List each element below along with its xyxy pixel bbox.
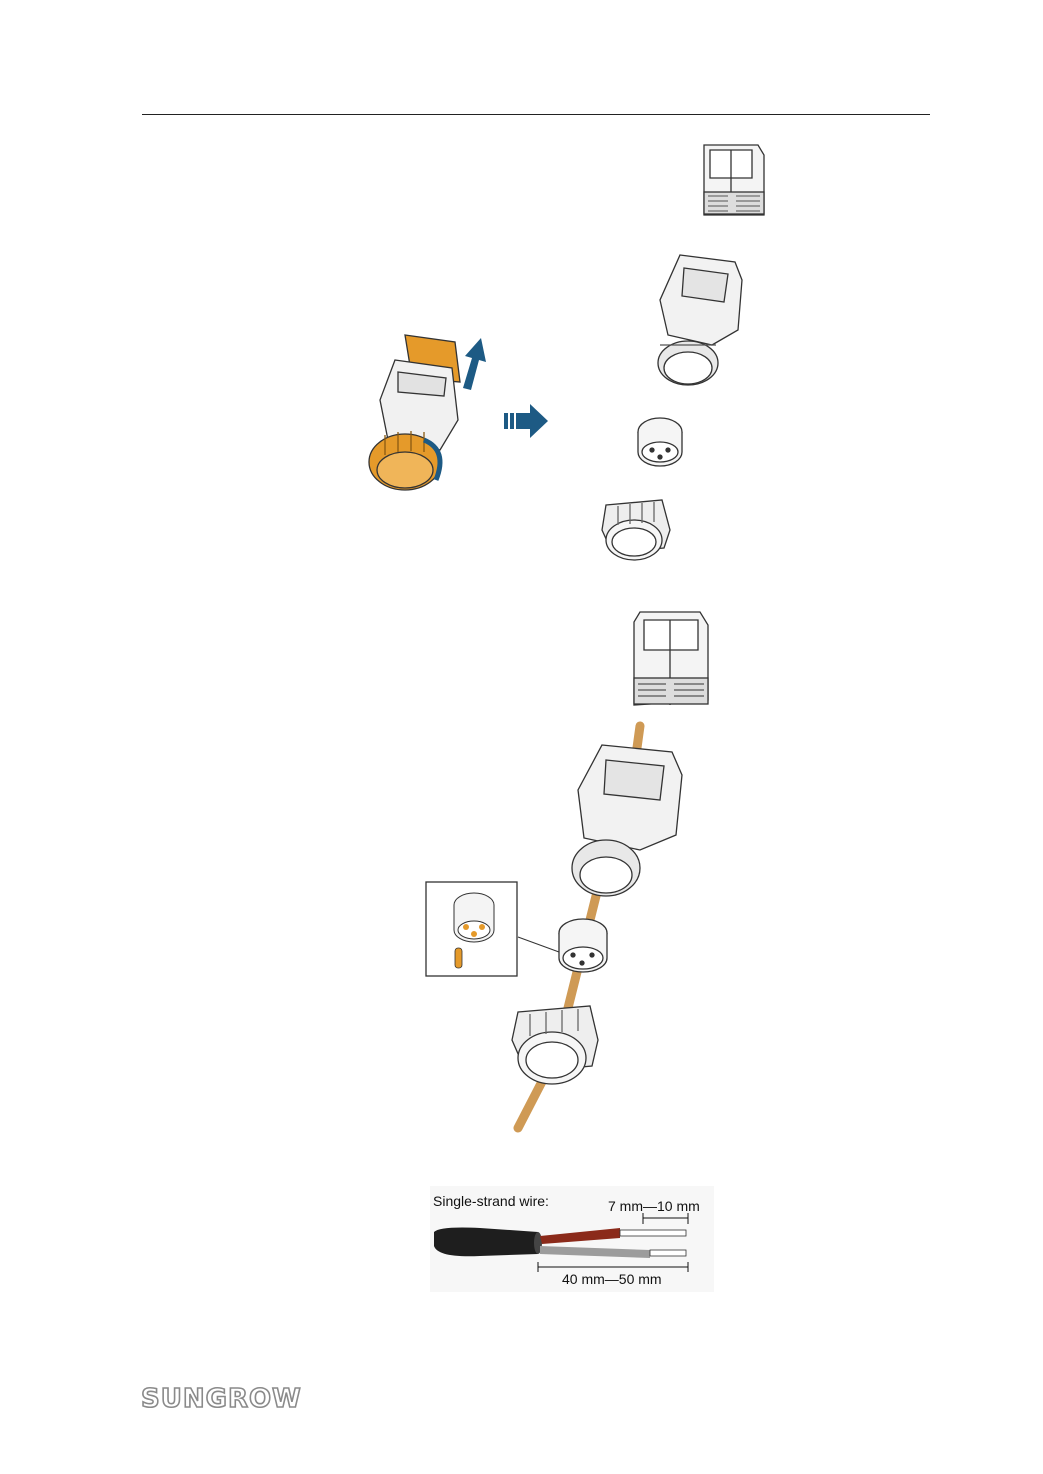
connector-housing [658, 255, 742, 385]
wiring-assembly-figure [0, 590, 1043, 1150]
sungrow-logo: SUNGROW [141, 1384, 295, 1412]
disassembly-figure [0, 0, 1043, 600]
seal-insert [638, 418, 682, 466]
right-arrow-icon [504, 404, 548, 438]
red-bare-core [620, 1230, 686, 1236]
terminal-block-2 [634, 612, 708, 705]
assembled-connector [369, 335, 460, 490]
pull-arrow-icon [463, 338, 486, 390]
grey-bare-core [650, 1250, 686, 1256]
svg-text:SUNGROW: SUNGROW [141, 1384, 302, 1414]
seal-insert-2 [559, 919, 607, 972]
jacket-strip-length: 40 mm—50 mm [562, 1271, 662, 1287]
black-sheath [434, 1228, 538, 1257]
connector-housing-2 [572, 745, 682, 896]
terminal-block [704, 145, 764, 215]
swivel-nut [602, 500, 670, 560]
swivel-nut-2 [512, 1006, 598, 1084]
wire-stripping-figure: Single-strand wire: 7 mm—10 mm 40 mm—50 … [420, 1180, 720, 1300]
detail-callout [426, 882, 517, 976]
core-strip-length: 7 mm—10 mm [608, 1198, 700, 1214]
wire-caption: Single-strand wire: [433, 1193, 549, 1209]
